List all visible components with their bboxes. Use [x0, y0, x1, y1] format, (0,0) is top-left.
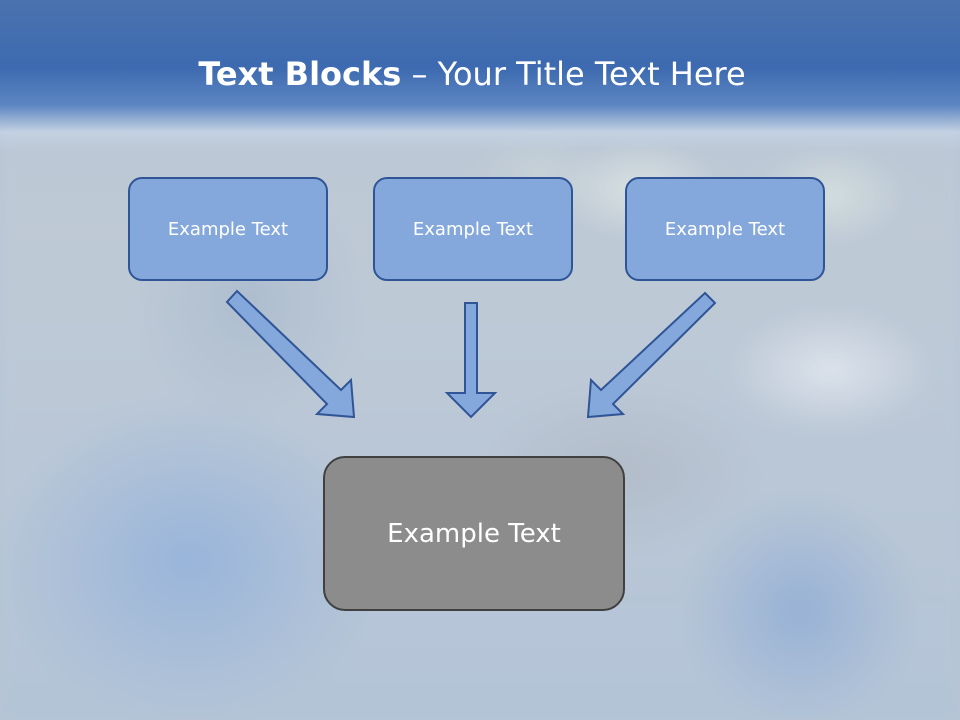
arrow-right: [586, 291, 717, 419]
text-block-left-label: Example Text: [167, 218, 289, 240]
text-block-middle-label: Example Text: [412, 218, 534, 240]
text-block-right[interactable]: Example Text: [625, 177, 825, 281]
text-block-bottom-label: Example Text: [387, 518, 561, 549]
text-block-middle[interactable]: Example Text: [373, 177, 573, 281]
text-block-right-label: Example Text: [664, 218, 786, 240]
text-block-bottom[interactable]: Example Text: [323, 456, 625, 611]
title-rest: – Your Title Text Here: [401, 55, 746, 93]
arrow-middle: [444, 302, 498, 419]
arrow-left: [225, 289, 356, 419]
title-bold: Text Blocks: [198, 55, 402, 93]
title-band: [0, 0, 960, 150]
slide-title: Text Blocks – Your Title Text Here: [0, 48, 944, 100]
text-block-left[interactable]: Example Text: [128, 177, 328, 281]
